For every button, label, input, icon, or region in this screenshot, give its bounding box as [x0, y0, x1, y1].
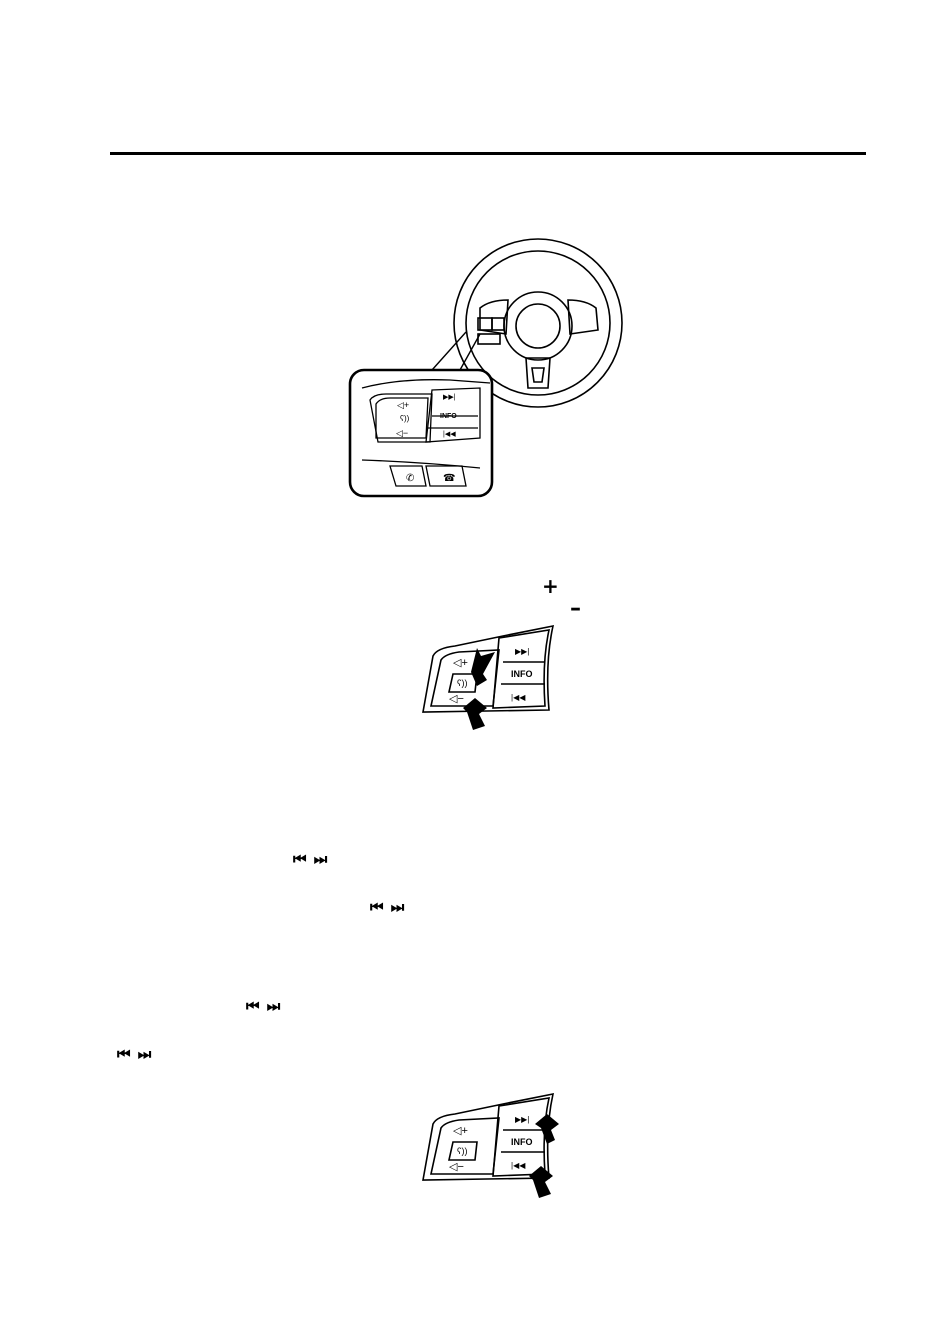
header-rule: [110, 152, 866, 155]
seek-up-icon: ▶▶|: [443, 394, 456, 401]
minus-symbol: –: [570, 596, 581, 621]
arrow-icon: [463, 648, 495, 730]
voice-command-icon: ʕ)): [457, 1146, 468, 1156]
info-label-2: INFO: [511, 669, 533, 679]
seek-up-icon: ▶▶|: [515, 1115, 529, 1124]
track-symbols-2: ⏮ ⏭: [370, 898, 406, 916]
volume-down-icon: ◁−: [449, 1161, 464, 1173]
volume-switch-figure: ◁+ ʕ)) ◁− ▶▶| INFO |◀◀: [422, 624, 555, 730]
plus-symbol: +: [542, 574, 559, 598]
volume-up-icon: ◁+: [453, 657, 468, 669]
voice-command-icon: ʕ)): [400, 414, 410, 423]
voice-command-icon: ʕ)): [457, 678, 468, 688]
steering-wheel-icon: [453, 238, 623, 408]
inset-switch-detail: [361, 379, 491, 487]
volume-down-icon: ◁−: [449, 693, 464, 705]
volume-up-icon: ◁+: [397, 400, 409, 410]
seek-switch-figure: ◁+ ʕ)) ◁− ▶▶| INFO |◀◀: [422, 1092, 559, 1198]
info-label-1: INFO: [440, 413, 457, 420]
track-symbols-1: ⏮ ⏭: [293, 850, 329, 868]
seek-up-icon: ▶▶|: [515, 647, 529, 656]
seek-down-icon: |◀◀: [443, 431, 456, 438]
arrow-icon: [529, 1114, 559, 1198]
seek-down-icon: |◀◀: [511, 693, 526, 702]
info-label-3: INFO: [511, 1137, 533, 1147]
volume-down-icon: ◁−: [396, 428, 408, 438]
hang-up-icon: ☎: [443, 473, 455, 484]
pick-up-icon: ✆: [406, 473, 414, 484]
track-symbols-4: ⏮ ⏭: [117, 1045, 153, 1063]
volume-up-icon: ◁+: [453, 1125, 468, 1137]
seek-down-icon: |◀◀: [511, 1161, 526, 1170]
steering-wheel-figure: ◁+ ʕ)) ◁− ▶▶| INFO |◀◀ ✆ ☎: [348, 238, 623, 498]
track-symbols-3: ⏮ ⏭: [246, 997, 282, 1015]
